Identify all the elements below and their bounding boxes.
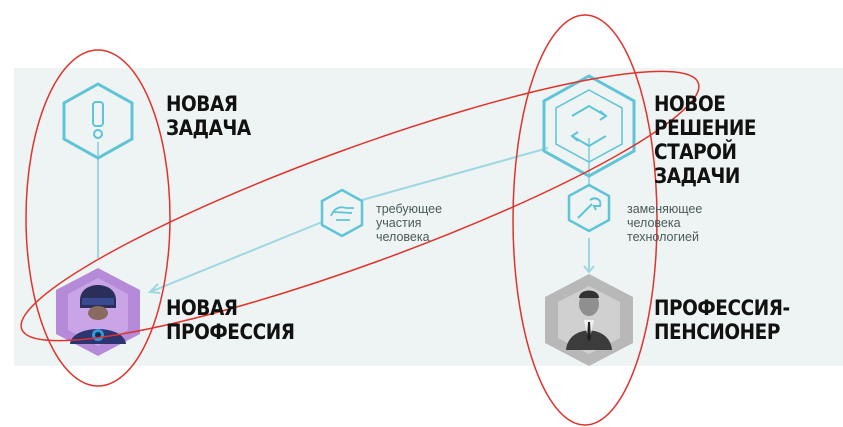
human-replacement-caption: заменяющее человека технологией	[627, 202, 703, 244]
arrowhead-to-pensioner	[583, 265, 595, 274]
diagram-background	[14, 68, 843, 366]
exclamation-icon	[62, 82, 134, 160]
businessman-avatar	[545, 274, 633, 366]
pensioner-profession-title: ПРОФЕССИЯ- ПЕНСИОНЕР	[654, 296, 790, 344]
new-solution-title: НОВОЕ РЕШЕНИЕ СТАРОЙ ЗАДАЧИ	[654, 92, 757, 188]
robot-worker-avatar	[56, 268, 140, 356]
new-profession-title: НОВАЯ ПРОФЕССИЯ	[166, 296, 295, 344]
annotation-ellipse-right	[512, 14, 658, 426]
annotation-ellipse-left	[25, 49, 171, 387]
new-task-title: НОВАЯ ЗАДАЧА	[166, 92, 251, 140]
connector-solution-to-hand	[361, 147, 549, 201]
connector-hand-to-profession	[149, 221, 323, 293]
human-participation-caption: требующее участия человека	[376, 202, 443, 244]
refresh-cycle-icon	[542, 74, 636, 178]
wrench-icon	[567, 183, 611, 233]
annotation-ellipse-diagonal	[20, 70, 700, 342]
arrowhead-to-profession	[147, 283, 161, 294]
hand-icon	[320, 188, 364, 238]
